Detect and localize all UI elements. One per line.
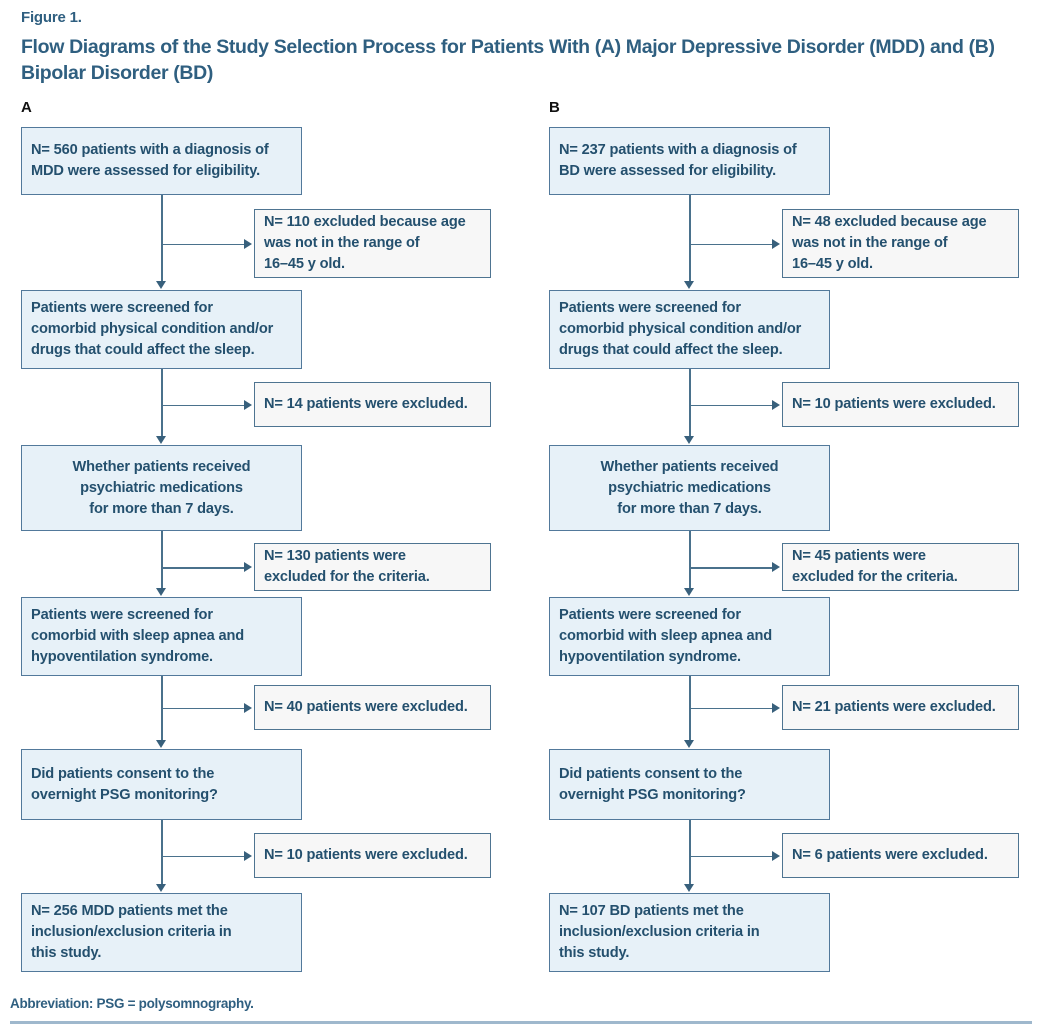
panel-a-arrow-down-3 bbox=[156, 588, 167, 596]
panel-b-arrow-down-2 bbox=[684, 436, 695, 444]
panel-a-arrow-right-4 bbox=[244, 702, 252, 713]
footer-divider bbox=[10, 1021, 1032, 1024]
panel-b-arrow-right-2 bbox=[772, 399, 780, 410]
panel-a-exclusion-box-2: N= 14 patients were excluded. bbox=[254, 382, 491, 427]
panel-a-connector-vertical-5 bbox=[161, 820, 163, 886]
panel-b-step-box-2: Patients were screened for comorbid phys… bbox=[549, 290, 830, 369]
panel-b-step-text-3: Whether patients received psychiatric me… bbox=[600, 458, 779, 517]
panel-a-connector-horizontal-5 bbox=[161, 855, 245, 858]
panel-b-step-text-5: Did patients consent to the overnight PS… bbox=[559, 765, 746, 803]
panel-a-arrow-down-5 bbox=[156, 884, 167, 892]
panel-a-exclusion-text-5: N= 10 patients were excluded. bbox=[264, 847, 468, 863]
panel-a-exclusion-text-2: N= 14 patients were excluded. bbox=[264, 396, 468, 412]
panel-a-step-box-2: Patients were screened for comorbid phys… bbox=[21, 290, 302, 369]
panel-b-exclusion-box-3: N= 45 patients were excluded for the cri… bbox=[782, 543, 1019, 591]
panel-b-arrow-right-5 bbox=[772, 850, 780, 861]
panel-b-arrow-down-5 bbox=[684, 884, 695, 892]
figure-header: Figure 1. Flow Diagrams of the Study Sel… bbox=[21, 8, 1031, 86]
panel-a-connector-horizontal-4 bbox=[161, 707, 245, 710]
panel-b-arrow-down-3 bbox=[684, 588, 695, 596]
panel-b-arrow-down-4 bbox=[684, 740, 695, 748]
panel-b-exclusion-text-4: N= 21 patients were excluded. bbox=[792, 699, 996, 715]
panel-a-exclusion-box-4: N= 40 patients were excluded. bbox=[254, 685, 491, 730]
panel-a-exclusion-box-1: N= 110 excluded because age was not in t… bbox=[254, 209, 491, 278]
panel-b-exclusion-text-5: N= 6 patients were excluded. bbox=[792, 847, 988, 863]
panel-b-step-text-4: Patients were screened for comorbid with… bbox=[559, 607, 772, 665]
panel-b-arrow-right-1 bbox=[772, 238, 780, 249]
panel-a-step-text-2: Patients were screened for comorbid phys… bbox=[31, 300, 274, 358]
panel-b-exclusion-text-1: N= 48 excluded because age was not in th… bbox=[792, 214, 987, 272]
panel-b-exclusion-box-2: N= 10 patients were excluded. bbox=[782, 382, 1019, 427]
panel-b-step-box-1: N= 237 patients with a diagnosis of BD w… bbox=[549, 127, 830, 195]
panel-b-arrow-right-4 bbox=[772, 702, 780, 713]
panel-a-exclusion-text-3: N= 130 patients were excluded for the cr… bbox=[264, 548, 430, 585]
figure-title: Flow Diagrams of the Study Selection Pro… bbox=[21, 36, 995, 84]
panel-b-connector-horizontal-2 bbox=[689, 404, 773, 407]
panel-b-step-text-2: Patients were screened for comorbid phys… bbox=[559, 300, 802, 358]
panel-letter-a: A bbox=[21, 99, 32, 116]
panel-a-step-text-5: Did patients consent to the overnight PS… bbox=[31, 765, 218, 803]
panel-b-exclusion-box-5: N= 6 patients were excluded. bbox=[782, 833, 1019, 878]
panel-a-step-box-5: Did patients consent to the overnight PS… bbox=[21, 749, 302, 820]
panel-b-connector-vertical-1 bbox=[689, 195, 691, 283]
panel-a-exclusion-text-4: N= 40 patients were excluded. bbox=[264, 699, 468, 715]
panel-a-connector-horizontal-2 bbox=[161, 404, 245, 407]
panel-b-arrow-right-3 bbox=[772, 562, 780, 573]
panel-letter-b: B bbox=[549, 99, 560, 116]
panel-a-arrow-down-1 bbox=[156, 281, 167, 289]
panel-a-step-text-1: N= 560 patients with a diagnosis of MDD … bbox=[31, 142, 269, 179]
panel-a-connector-horizontal-3 bbox=[161, 567, 245, 569]
panel-a-step-box-6: N= 256 MDD patients met the inclusion/ex… bbox=[21, 893, 302, 972]
panel-a-arrow-right-2 bbox=[244, 399, 252, 410]
panel-a-arrow-right-1 bbox=[244, 238, 252, 249]
panel-a-arrow-right-5 bbox=[244, 850, 252, 861]
panel-b-exclusion-text-3: N= 45 patients were excluded for the cri… bbox=[792, 548, 958, 585]
panel-b-exclusion-box-1: N= 48 excluded because age was not in th… bbox=[782, 209, 1019, 278]
panel-b-connector-vertical-3 bbox=[689, 531, 691, 590]
panel-b-connector-vertical-5 bbox=[689, 820, 691, 886]
panel-a-exclusion-box-3: N= 130 patients were excluded for the cr… bbox=[254, 543, 491, 591]
panel-b-step-box-5: Did patients consent to the overnight PS… bbox=[549, 749, 830, 820]
panel-a-connector-vertical-2 bbox=[161, 369, 163, 438]
panel-a-connector-vertical-3 bbox=[161, 531, 163, 590]
panel-b-step-text-6: N= 107 BD patients met the inclusion/exc… bbox=[559, 903, 760, 961]
panel-b-connector-vertical-2 bbox=[689, 369, 691, 438]
panel-a-step-box-1: N= 560 patients with a diagnosis of MDD … bbox=[21, 127, 302, 195]
panel-b-connector-horizontal-1 bbox=[689, 243, 773, 246]
panel-a-arrow-down-4 bbox=[156, 740, 167, 748]
panel-a-step-text-3: Whether patients received psychiatric me… bbox=[72, 458, 251, 517]
panel-b-step-box-6: N= 107 BD patients met the inclusion/exc… bbox=[549, 893, 830, 972]
panel-b-connector-horizontal-5 bbox=[689, 855, 773, 858]
panel-b-step-box-4: Patients were screened for comorbid with… bbox=[549, 597, 830, 676]
figure-number: Figure 1. bbox=[21, 9, 82, 26]
panel-b-arrow-down-1 bbox=[684, 281, 695, 289]
abbreviation-note: Abbreviation: PSG = polysomnography. bbox=[10, 996, 254, 1011]
panel-b-connector-horizontal-3 bbox=[689, 567, 773, 569]
panel-a-arrow-down-2 bbox=[156, 436, 167, 444]
panel-b-exclusion-text-2: N= 10 patients were excluded. bbox=[792, 396, 996, 412]
panel-b-step-box-3: Whether patients received psychiatric me… bbox=[549, 445, 830, 531]
panel-a-exclusion-text-1: N= 110 excluded because age was not in t… bbox=[264, 214, 466, 272]
panel-a-step-box-4: Patients were screened for comorbid with… bbox=[21, 597, 302, 676]
panel-b-connector-horizontal-4 bbox=[689, 707, 773, 710]
panel-a-connector-vertical-1 bbox=[161, 195, 163, 283]
panel-a-step-text-4: Patients were screened for comorbid with… bbox=[31, 607, 244, 665]
panel-a-step-text-6: N= 256 MDD patients met the inclusion/ex… bbox=[31, 903, 232, 961]
panel-a-exclusion-box-5: N= 10 patients were excluded. bbox=[254, 833, 491, 878]
panel-a-arrow-right-3 bbox=[244, 562, 252, 573]
panel-a-connector-horizontal-1 bbox=[161, 243, 245, 246]
panel-a-step-box-3: Whether patients received psychiatric me… bbox=[21, 445, 302, 531]
panel-b-step-text-1: N= 237 patients with a diagnosis of BD w… bbox=[559, 142, 797, 179]
panel-b-exclusion-box-4: N= 21 patients were excluded. bbox=[782, 685, 1019, 730]
